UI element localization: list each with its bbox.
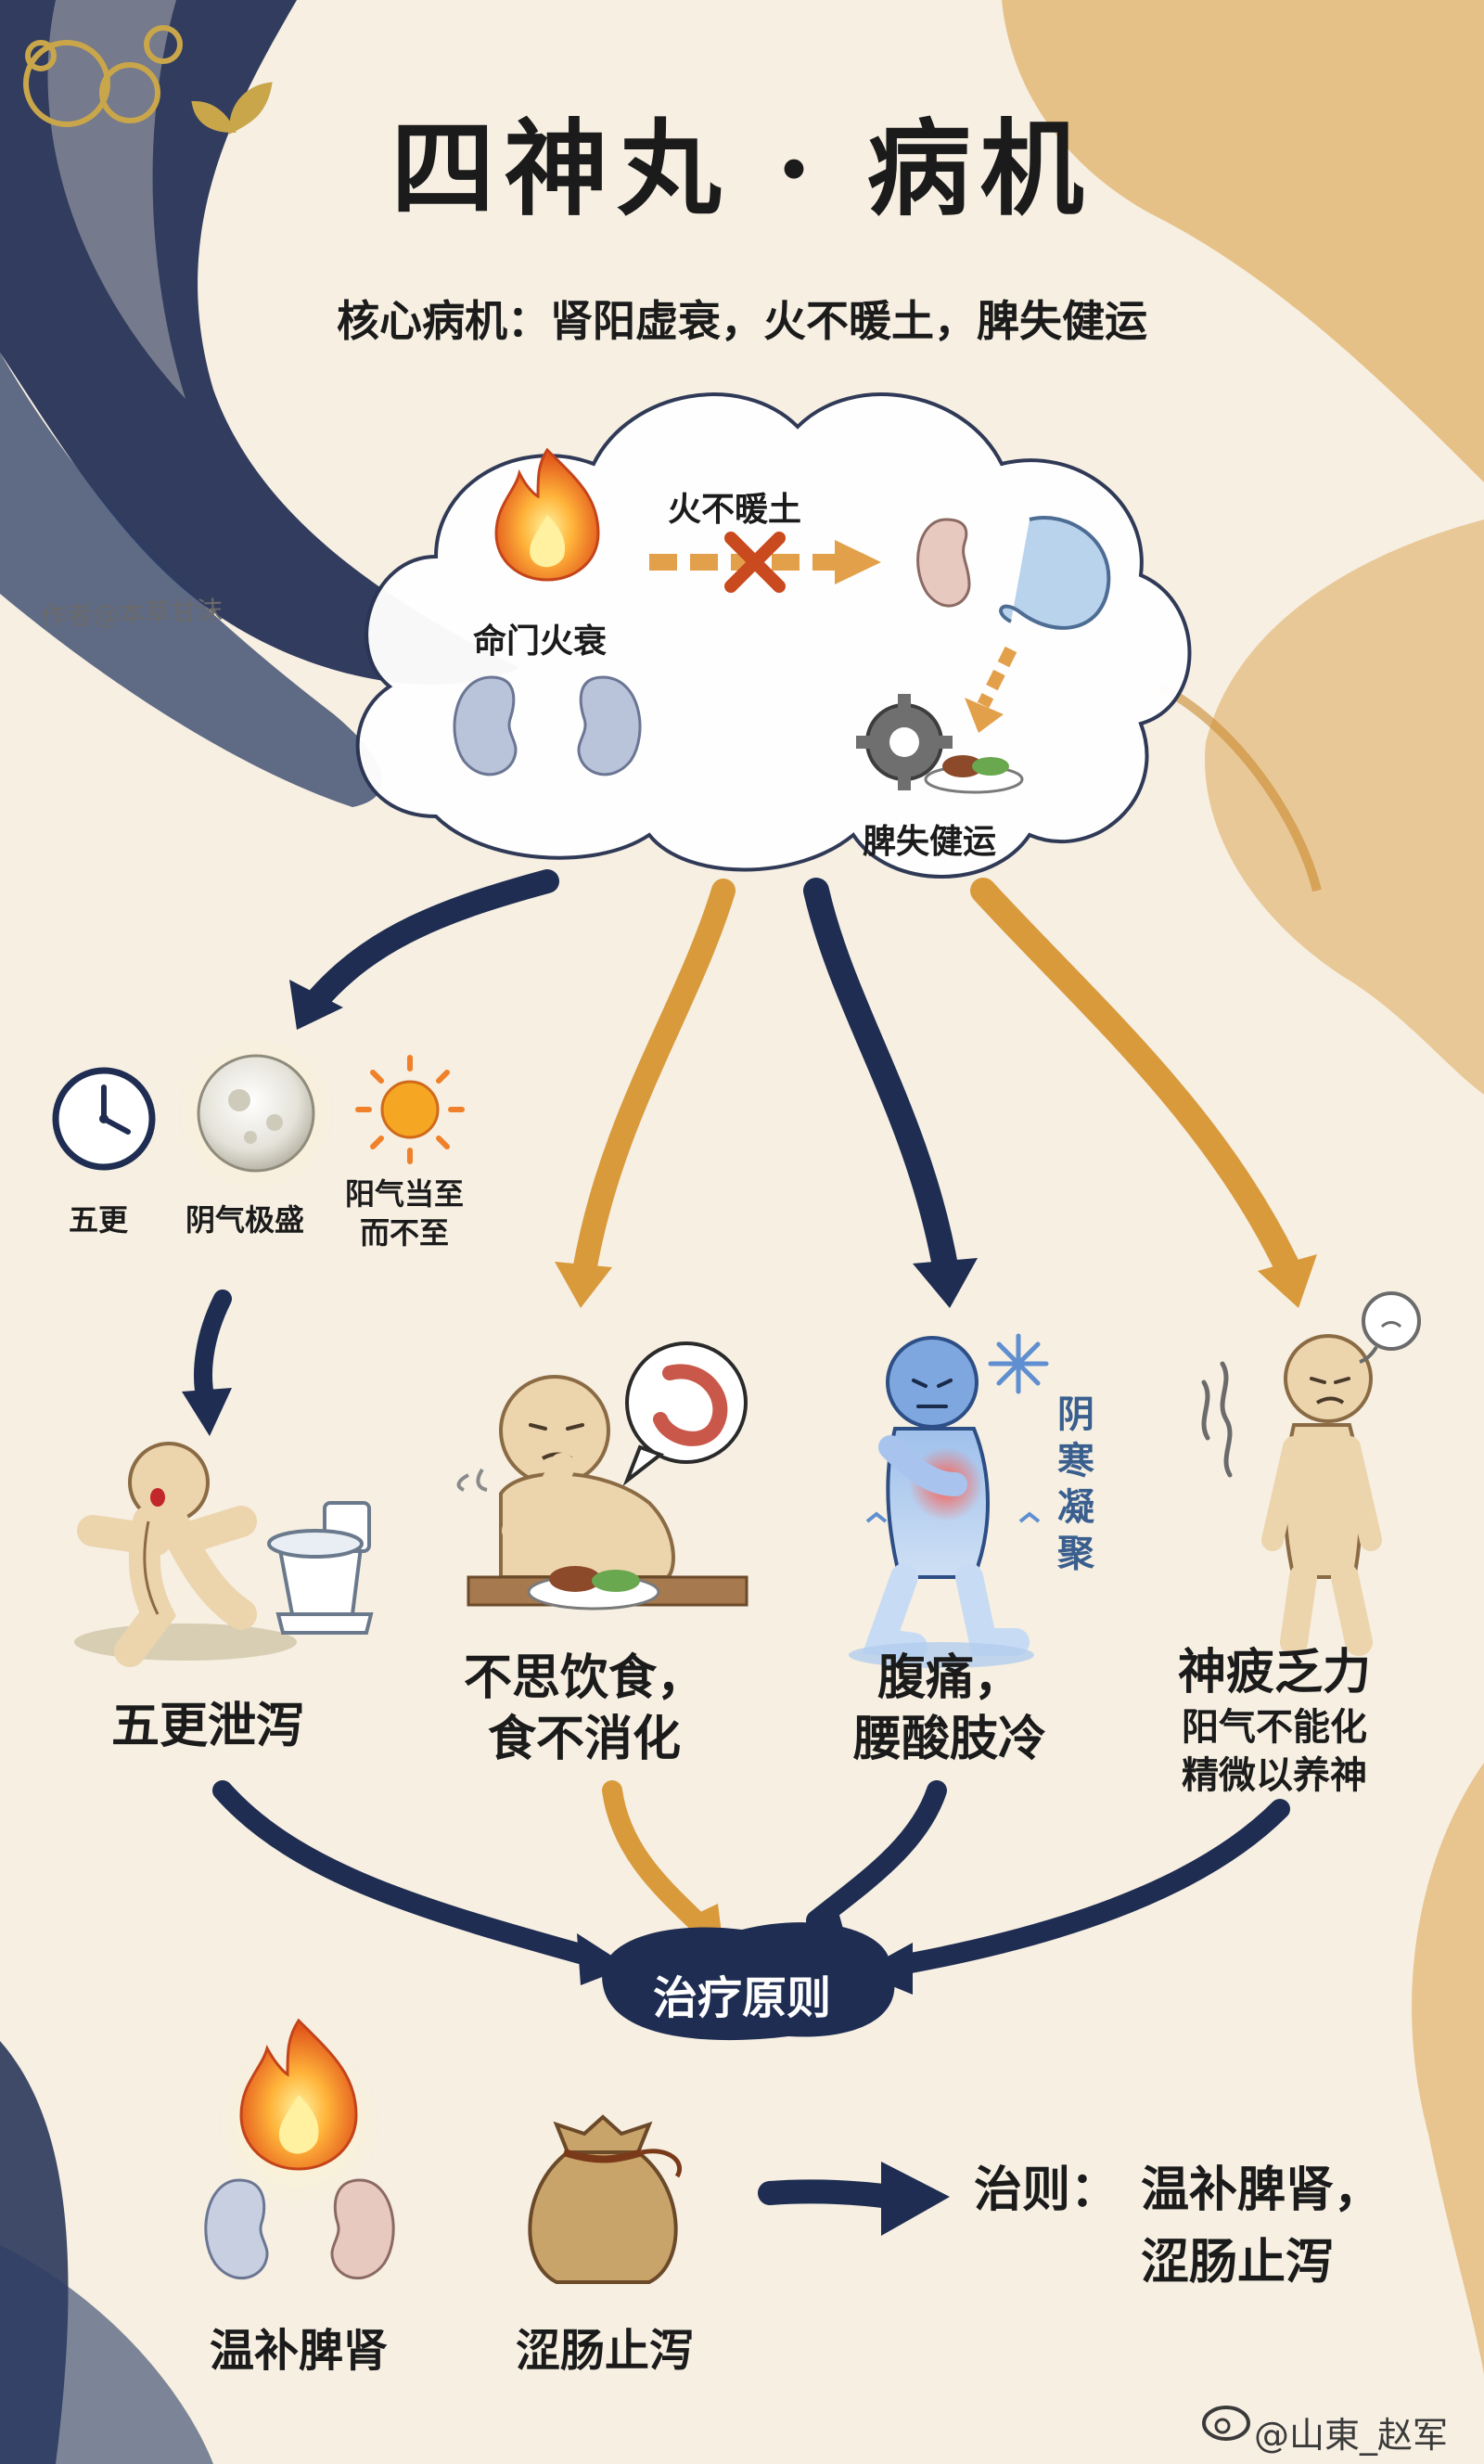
poor-appetite-figure-icon	[456, 1341, 748, 1611]
blocked-arrow-icon	[649, 532, 881, 593]
clock-icon	[52, 1067, 156, 1171]
rule-line-2: 涩肠止泻	[1141, 2235, 1335, 2291]
dashed-down-arrow-icon	[965, 646, 1017, 733]
rule-line-1: 温补脾肾，	[1141, 2162, 1383, 2218]
moon-label: 阴气极盛	[186, 1202, 305, 1238]
kidneys-icon	[453, 675, 642, 776]
fire-icon	[494, 447, 600, 582]
page-title: 四神丸 · 病机	[390, 109, 1094, 230]
cloud-fire-label: 命门火衰	[473, 622, 608, 661]
rule-prefix: 治则：	[974, 2162, 1119, 2218]
page-subtitle: 核心病机：肾阳虚衰，火不暖土，脾失健运	[337, 296, 1147, 346]
symptom-3-line-2: 腰酸肢冷	[853, 1712, 1047, 1767]
symptom-4-line-1: 神疲乏力	[1178, 1645, 1372, 1700]
warming-kidneys-icon	[204, 2018, 395, 2280]
flow-arrow-to-time	[289, 869, 559, 1030]
author-watermark: 作者@本草甘沫	[40, 595, 224, 633]
treatment-label-2: 涩肠止泻	[516, 2325, 695, 2377]
symptom-2: 不思饮食， 食不消化	[464, 1648, 705, 1770]
ink-wash-ochre-right	[1002, 0, 1484, 2375]
diarrhea-figure-icon	[74, 1442, 374, 1667]
bubbles-logo	[23, 25, 273, 135]
fatigue-figure-icon	[1201, 1291, 1421, 1656]
treatment-principle-label: 治疗原则	[652, 1972, 831, 2024]
treatment-label-1: 温补脾肾	[210, 2325, 389, 2377]
abdominal-pain-figure-icon	[849, 1333, 1049, 1668]
sun-icon	[355, 1055, 465, 1164]
symptom-3-line-1: 腹痛，	[877, 1650, 1023, 1706]
flow-arrow-to-symptom-3	[803, 878, 978, 1308]
herb-pouch-icon	[528, 2114, 682, 2284]
flow-arrow-to-symptom-2	[555, 879, 736, 1308]
cloud-arrow-label: 火不暖土	[668, 491, 802, 529]
gear-food-icon	[856, 694, 1024, 794]
flow-arrow-to-symptom-1	[182, 1290, 232, 1436]
cloud-spleen-label: 脾失健运	[863, 823, 997, 861]
symptom-4: 神疲乏力 阳气不能化 精微以养神	[1178, 1642, 1371, 1800]
symptom-4-line-3: 精微以养神	[1182, 1754, 1367, 1797]
symptom-2-line-1: 不思饮食，	[464, 1650, 706, 1706]
ink-wash-navy-bottom-left	[0, 2041, 213, 2464]
ink-wash-navy-left	[0, 0, 519, 807]
clock-label: 五更	[69, 1202, 129, 1238]
weibo-logo-icon	[1202, 2406, 1250, 2441]
symptom-3: 腹痛， 腰酸肢冷	[853, 1648, 1046, 1770]
symptom-1-line-1: 五更泄泻	[111, 1699, 305, 1754]
symptom-2-line-2: 食不消化	[488, 1712, 682, 1767]
big-right-arrow-icon	[758, 2162, 950, 2236]
kidney-stomach-icon	[916, 516, 1111, 630]
credit-text: @山東_赵军	[1254, 2415, 1449, 2456]
principle-ink-blob	[602, 1922, 895, 2041]
cold-label: 阴寒凝聚	[1057, 1393, 1094, 1575]
symptom-1: 五更泄泻	[111, 1696, 304, 1757]
snowflake-icon	[988, 1333, 1049, 1394]
moon-icon	[176, 1033, 336, 1193]
symptom-4-line-2: 阳气不能化	[1182, 1706, 1367, 1749]
flow-arrow-to-symptom-4	[970, 878, 1317, 1308]
sun-label-line-2: 而不至	[360, 1215, 450, 1251]
sun-label: 阳气当至 而不至	[345, 1174, 464, 1252]
sun-label-line-1: 阳气当至	[345, 1176, 465, 1212]
